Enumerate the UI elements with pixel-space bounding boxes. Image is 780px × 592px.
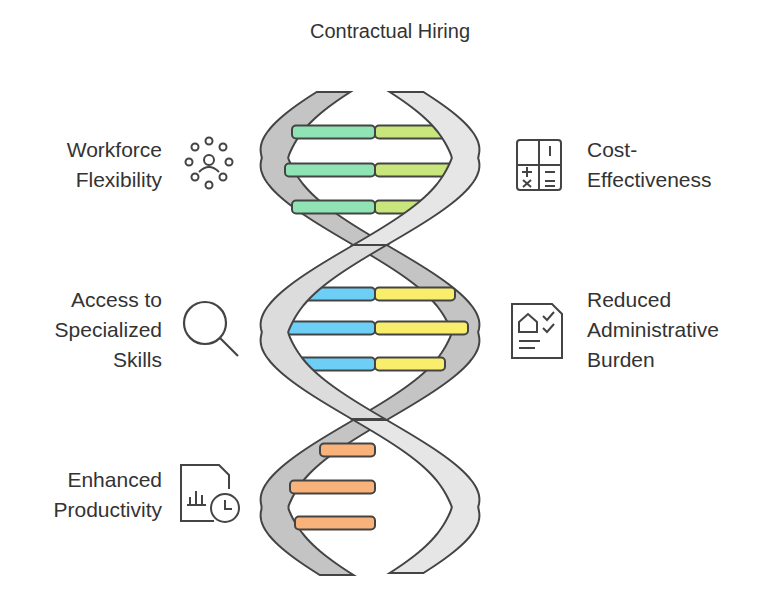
benefit-label: Workforce Flexibility bbox=[0, 135, 162, 195]
base-pair bbox=[285, 164, 468, 177]
people-icon bbox=[186, 138, 233, 189]
dna-helix bbox=[261, 92, 480, 575]
helix-strand bbox=[353, 92, 479, 245]
base-pair bbox=[295, 517, 375, 530]
productivity-icon bbox=[181, 465, 239, 522]
base-pair bbox=[300, 288, 455, 301]
diagram-title: Contractual Hiring bbox=[190, 16, 590, 46]
calculator-icon bbox=[517, 140, 561, 190]
magnifier-icon bbox=[184, 302, 238, 356]
base-pair bbox=[285, 322, 468, 335]
benefit-label: Reduced Administrative Burden bbox=[587, 285, 755, 375]
base-pair bbox=[290, 481, 375, 494]
helix-strand bbox=[353, 420, 479, 573]
base-pair bbox=[320, 444, 375, 457]
document-icon bbox=[512, 304, 562, 358]
helix-strand bbox=[261, 245, 387, 419]
benefit-label: Access to Specialized Skills bbox=[0, 285, 162, 375]
helix-strand bbox=[261, 92, 480, 575]
benefit-label: Enhanced Productivity bbox=[0, 465, 162, 525]
base-pair bbox=[292, 358, 445, 371]
benefit-label: Cost-Effectiveness bbox=[587, 135, 755, 195]
